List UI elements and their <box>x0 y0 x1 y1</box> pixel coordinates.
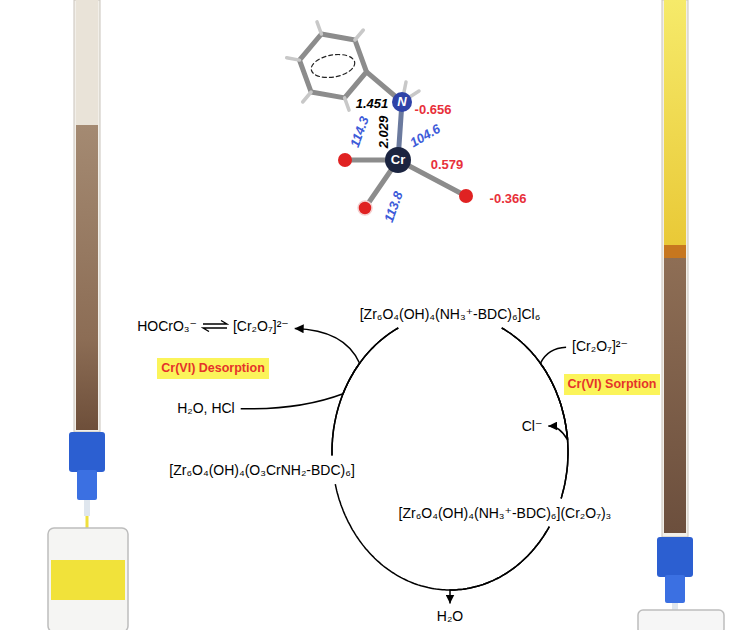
phenyl-ring <box>287 22 367 110</box>
atomic-charge: 0.579 <box>431 158 464 172</box>
phenyl-ring <box>317 22 321 34</box>
product-formula: H₂O <box>434 607 466 626</box>
reaction-arrow <box>502 328 568 499</box>
process-highlight: Cr(VI) Sorption <box>564 374 661 395</box>
right-column-photo <box>662 0 688 537</box>
left-column-photo <box>48 528 128 630</box>
left-column-photo <box>84 500 90 516</box>
oxygen-atom <box>459 189 473 203</box>
product-formula: Cl⁻ <box>519 417 546 436</box>
reaction-arrow <box>295 329 360 456</box>
phenyl-ring <box>287 58 300 60</box>
atomic-charge: -0.366 <box>490 192 527 206</box>
bond-length: 1.451 <box>356 97 389 111</box>
right-column-photo <box>664 0 686 245</box>
bond-angle: 113.8 <box>382 190 406 224</box>
oxygen-atom <box>358 201 372 215</box>
formula-text: H₂O <box>437 608 463 625</box>
right-column-photo <box>638 0 724 630</box>
reaction-arrow <box>502 328 568 440</box>
phenyl-ring <box>303 92 311 102</box>
reactant-formula: [Cr₂O₇]²⁻ <box>569 337 631 356</box>
framework-formula: [Zr₆O₄(OH)₄(NH₃⁺-BDC)₆](Cr₂O₇)₃ <box>396 504 615 523</box>
process-highlight: Cr(VI) Desorption <box>157 358 268 379</box>
formula-text: [Cr₂O₇]²⁻ <box>233 318 289 335</box>
equilibrium-species: HOCrO₃⁻ [Cr₂O₇]²⁻ <box>134 317 292 336</box>
chromium-atom <box>385 147 411 173</box>
right-column-photo <box>664 258 686 533</box>
left-column-photo <box>76 125 98 430</box>
right-column-photo <box>638 610 724 630</box>
left-column-photo <box>48 0 128 630</box>
formula-text: Cl⁻ <box>522 418 543 435</box>
right-column-photo <box>657 537 693 577</box>
oxygen-atom <box>338 153 352 167</box>
left-column-photo <box>51 560 125 600</box>
right-column-photo <box>664 245 686 258</box>
formula-text: [Zr₆O₄(OH)₄(O₃CrNH₂-BDC)₆] <box>169 462 355 479</box>
bond-angle: 114.3 <box>348 115 372 149</box>
right-column-photo <box>665 575 685 603</box>
bond-angle: 104.6 <box>407 122 442 150</box>
equilibrium-arrows <box>201 320 229 332</box>
left-column-photo <box>74 0 100 432</box>
atomic-charge: -0.656 <box>415 103 452 117</box>
atom-symbol: Cr <box>391 153 405 167</box>
formula-text: [Cr₂O₇]²⁻ <box>572 338 628 355</box>
bond-length: 2.029 <box>377 116 391 149</box>
nitrogen-atom <box>392 92 412 112</box>
atom-symbol: N <box>397 95 406 109</box>
phenyl-ring <box>345 98 349 110</box>
equilibrium-arrows <box>203 321 227 325</box>
reaction-arrow <box>332 328 398 456</box>
formula-text: Cr(VI) Sorption <box>568 376 657 393</box>
framework-formula: [Zr₆O₄(OH)₄(NH₃⁺-BDC)₆]Cl₆ <box>357 305 544 324</box>
reagent-formula: H₂O, HCl <box>174 399 238 418</box>
phenyl-ring <box>300 34 367 98</box>
formula-text: H₂O, HCl <box>177 400 235 417</box>
phenyl-ring <box>309 51 356 80</box>
reaction-arrow <box>450 527 549 604</box>
formula-text: Cr(VI) Desorption <box>161 360 264 377</box>
formula-text: [Zr₆O₄(OH)₄(NH₃⁺-BDC)₆](Cr₂O₇)₃ <box>399 505 612 522</box>
formula-text: HOCrO₃⁻ <box>137 318 197 335</box>
phenyl-ring <box>355 30 363 40</box>
equilibrium-arrows <box>203 328 227 332</box>
reaction-arrow <box>335 484 549 590</box>
molecule-model <box>287 22 473 215</box>
left-column-photo <box>69 432 105 472</box>
framework-formula: [Zr₆O₄(OH)₄(O₃CrNH₂-BDC)₆] <box>166 461 358 480</box>
formula-text: [Zr₆O₄(OH)₄(NH₃⁺-BDC)₆]Cl₆ <box>360 306 541 323</box>
left-column-photo <box>76 0 98 125</box>
left-column-photo <box>77 470 97 500</box>
